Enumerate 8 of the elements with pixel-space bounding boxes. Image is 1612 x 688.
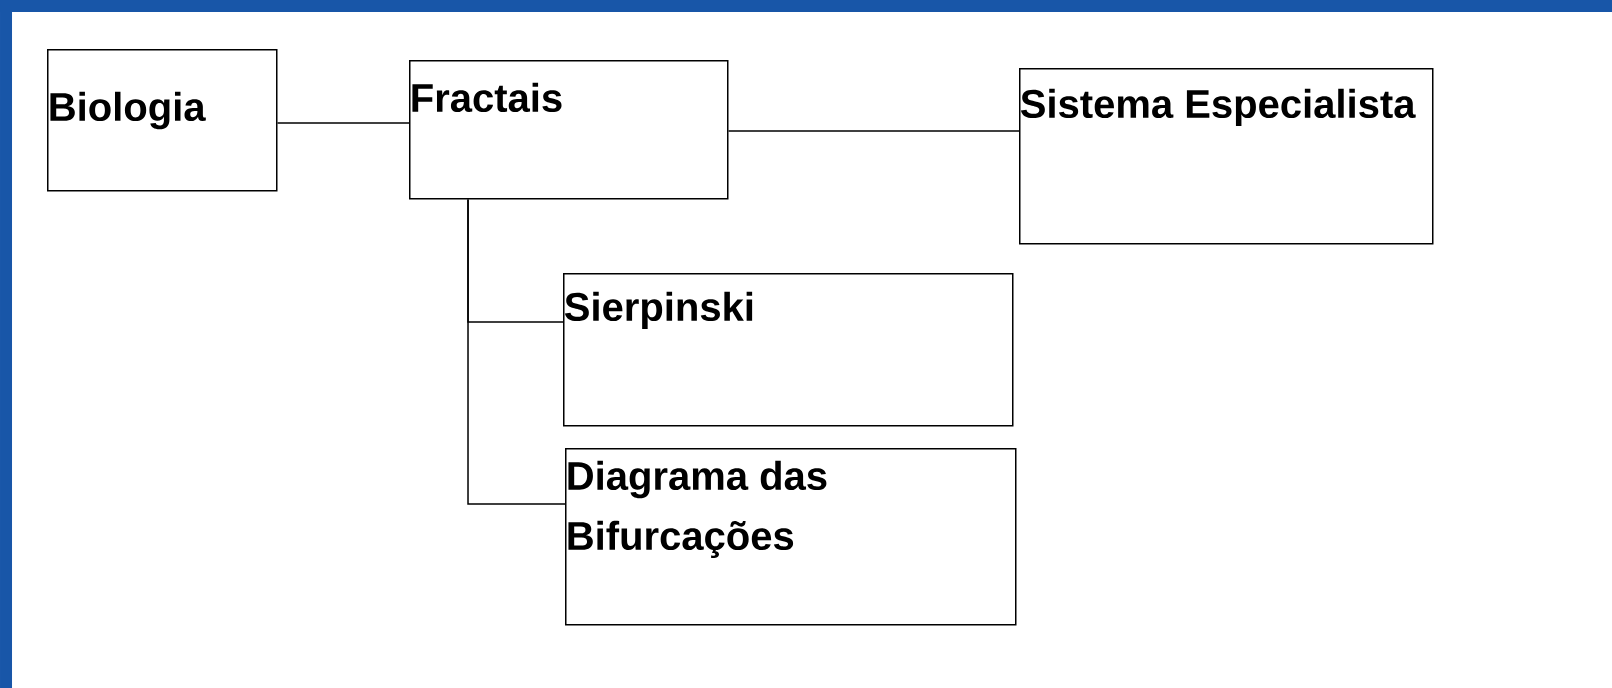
process-box: Sierpinski xyxy=(563,273,1014,427)
connector-line xyxy=(467,198,566,505)
connector-line xyxy=(727,130,1020,132)
process-box: Diagrama das Bifurcações xyxy=(565,448,1017,626)
process-box: Biologia xyxy=(47,49,278,192)
connector-line xyxy=(276,122,410,124)
process-box: Sistema Especialista xyxy=(1019,68,1434,245)
process-box: Fractais xyxy=(409,60,729,200)
